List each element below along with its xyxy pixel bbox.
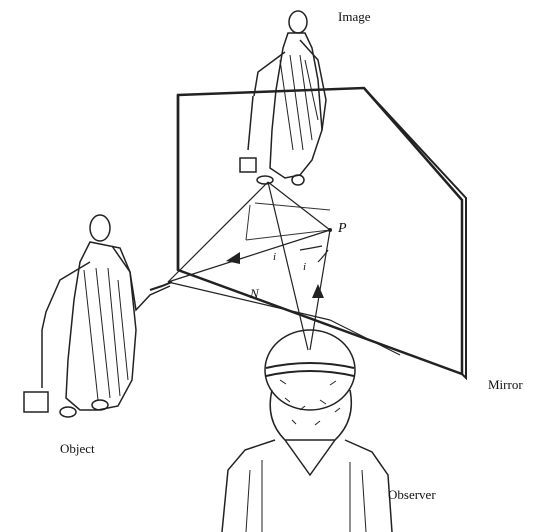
image-figure [240, 11, 326, 185]
mirror-label: Mirror [488, 378, 523, 391]
arrow-toward-p [312, 284, 324, 298]
image-label: Image [338, 10, 370, 23]
angle-reflection-label: i [303, 262, 306, 273]
object-figure [24, 215, 172, 417]
normal-line-n [168, 282, 330, 320]
ray-object-to-p [168, 230, 330, 282]
angle-arc-2 [318, 250, 328, 262]
normal-line-back [330, 320, 400, 355]
point-p-label: P [338, 222, 347, 236]
observer-label: Observer [388, 488, 436, 501]
angle-incidence-label: i [273, 252, 276, 263]
rays [168, 182, 400, 355]
point-p-marker [328, 228, 332, 232]
angle-arc-1 [300, 246, 322, 250]
point-n-label: N [250, 287, 259, 300]
object-label: Object [60, 442, 95, 455]
observer-figure [222, 330, 392, 532]
virtual-ray [168, 182, 268, 282]
